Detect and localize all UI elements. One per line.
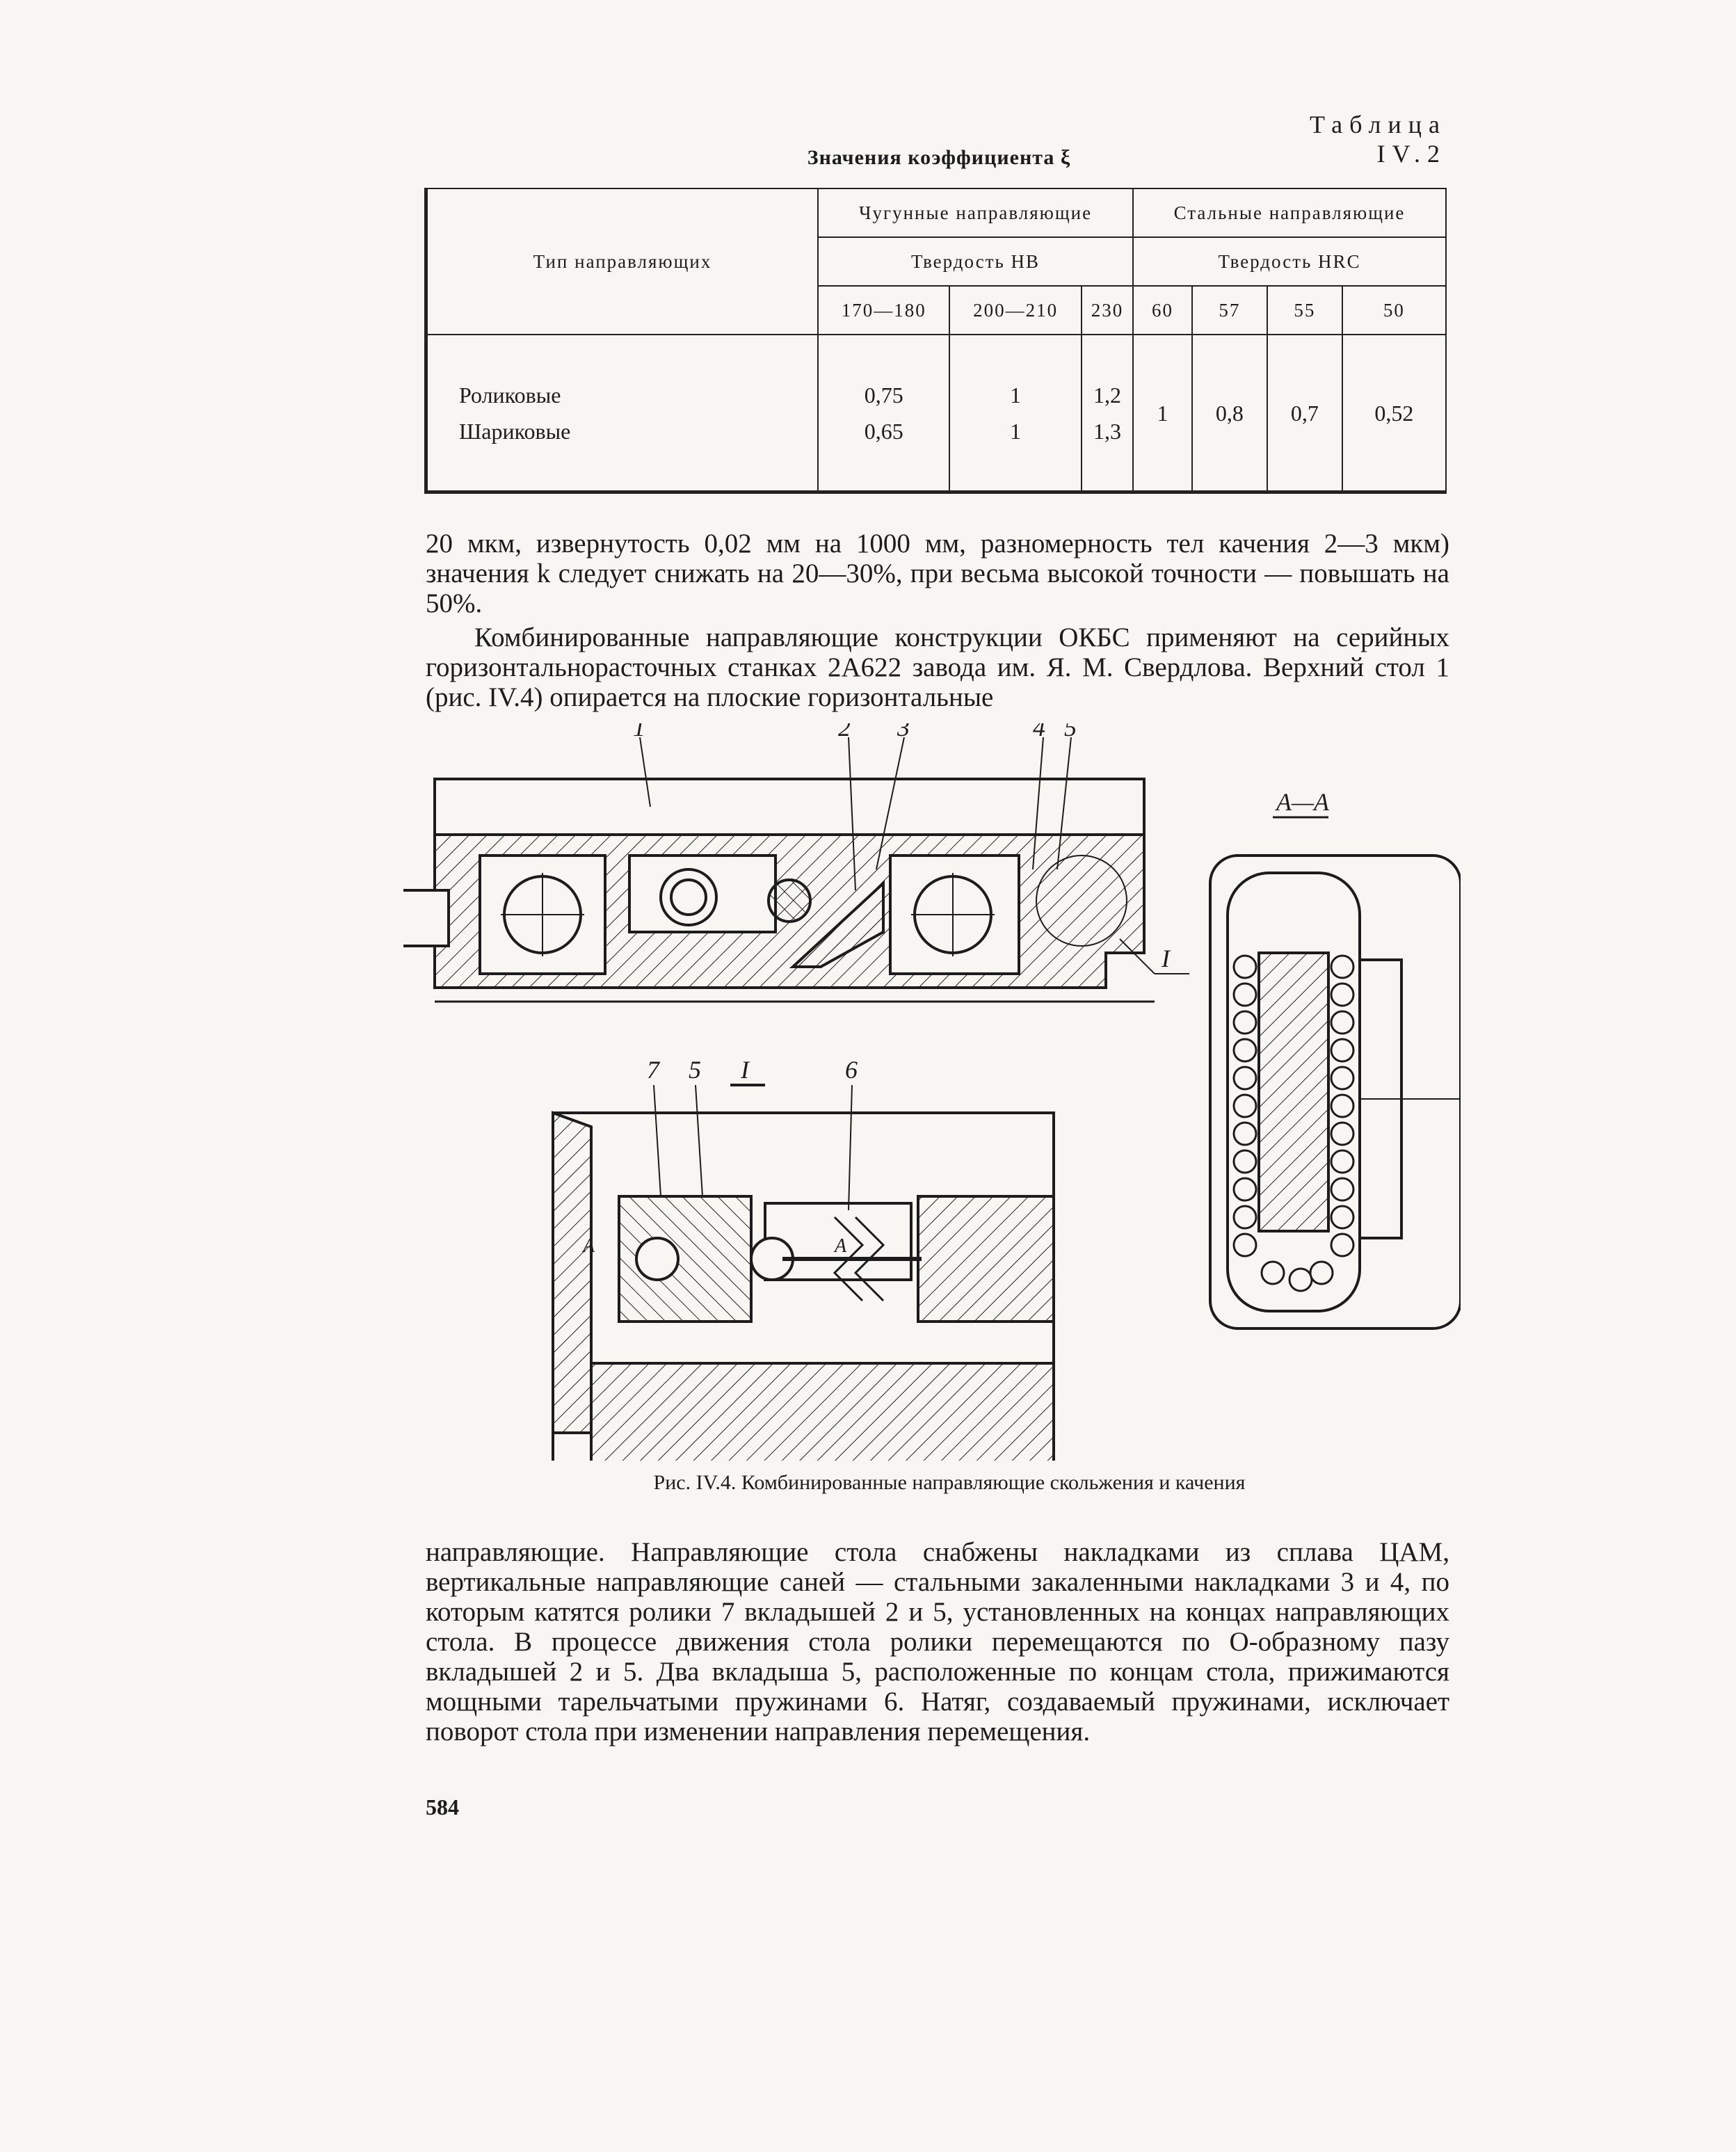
table-number: Таблица IV.2 — [1310, 111, 1447, 168]
group-header-cast: Чугунные направляющие — [817, 188, 1134, 238]
cell-value: 0,75 — [864, 382, 903, 408]
table-cell: 0,8 — [1191, 334, 1268, 493]
col-header: 230 — [1080, 285, 1134, 335]
cell-value: 1,3 — [1093, 418, 1121, 444]
table-cell: 0,75 0,65 — [817, 334, 951, 493]
figure-label: А — [833, 1235, 847, 1257]
table-cell: 0,7 — [1266, 334, 1343, 493]
cell-value: 1,2 — [1093, 382, 1121, 408]
figure-label: 3 — [897, 723, 910, 741]
figure-label: А—А — [1275, 788, 1330, 816]
subheader-hrc: Твердость HRC — [1132, 236, 1447, 287]
paragraph-1: 20 мкм, извернутость 0,02 мм на 1000 мм,… — [426, 529, 1449, 618]
col-header: 55 — [1266, 285, 1343, 335]
figure-caption: Рис. IV.4. Комбинированные направляющие … — [653, 1471, 1246, 1494]
paragraph-3: направляющие. Направляющие стола снабжен… — [426, 1537, 1449, 1747]
row-name-roller: Роликовые — [459, 382, 561, 408]
figure-label: 4 — [1033, 723, 1045, 741]
cell-value: 0,65 — [864, 418, 903, 444]
cell-value: 1 — [1010, 418, 1022, 444]
paragraph-2: Комбинированные направляющие конструкции… — [426, 623, 1449, 712]
figure-label: А — [581, 1235, 595, 1257]
figure-label: 2 — [838, 723, 851, 741]
figure-label: 6 — [845, 1056, 858, 1084]
row-names: Роликовые Шариковые — [425, 334, 819, 493]
figure-label: 5 — [689, 1056, 701, 1084]
row-name-ball: Шариковые — [459, 418, 571, 444]
paragraph-continued: 20 мкм, извернутость 0,02 мм на 1000 мм,… — [426, 529, 1449, 618]
figure-iv4-drawing: 1 2 3 4 5 I I 7 5 6 А—А А А — [403, 723, 1461, 1461]
figure-label: 1 — [633, 723, 645, 741]
coefficient-table: Тип направляющих Чугунные направляющие С… — [424, 188, 1447, 494]
figure-label: I — [1161, 945, 1171, 972]
group-header-steel: Стальные направляющие — [1132, 188, 1447, 238]
page-number: 584 — [426, 1794, 459, 1820]
paragraph-block: направляющие. Направляющие стола снабжен… — [426, 1537, 1449, 1747]
col-header: 50 — [1341, 285, 1447, 335]
col-header: 57 — [1191, 285, 1268, 335]
table-caption: Значения коэффициента ξ — [807, 146, 1071, 169]
col-header: 200—210 — [949, 285, 1082, 335]
col-header: 60 — [1132, 285, 1193, 335]
figure-label: 7 — [647, 1056, 661, 1084]
table-cell: 0,52 — [1341, 334, 1447, 493]
subheader-hb: Твердость HB — [817, 236, 1134, 287]
table-cell: 1 — [1132, 334, 1193, 493]
col-header-type: Тип направляющих — [425, 188, 819, 335]
figure-label: I — [740, 1056, 750, 1084]
paragraph-block: Комбинированные направляющие конструкции… — [426, 623, 1449, 712]
col-header: 170—180 — [817, 285, 951, 335]
cell-value: 1 — [1010, 382, 1022, 408]
figure-label: 5 — [1064, 723, 1077, 741]
